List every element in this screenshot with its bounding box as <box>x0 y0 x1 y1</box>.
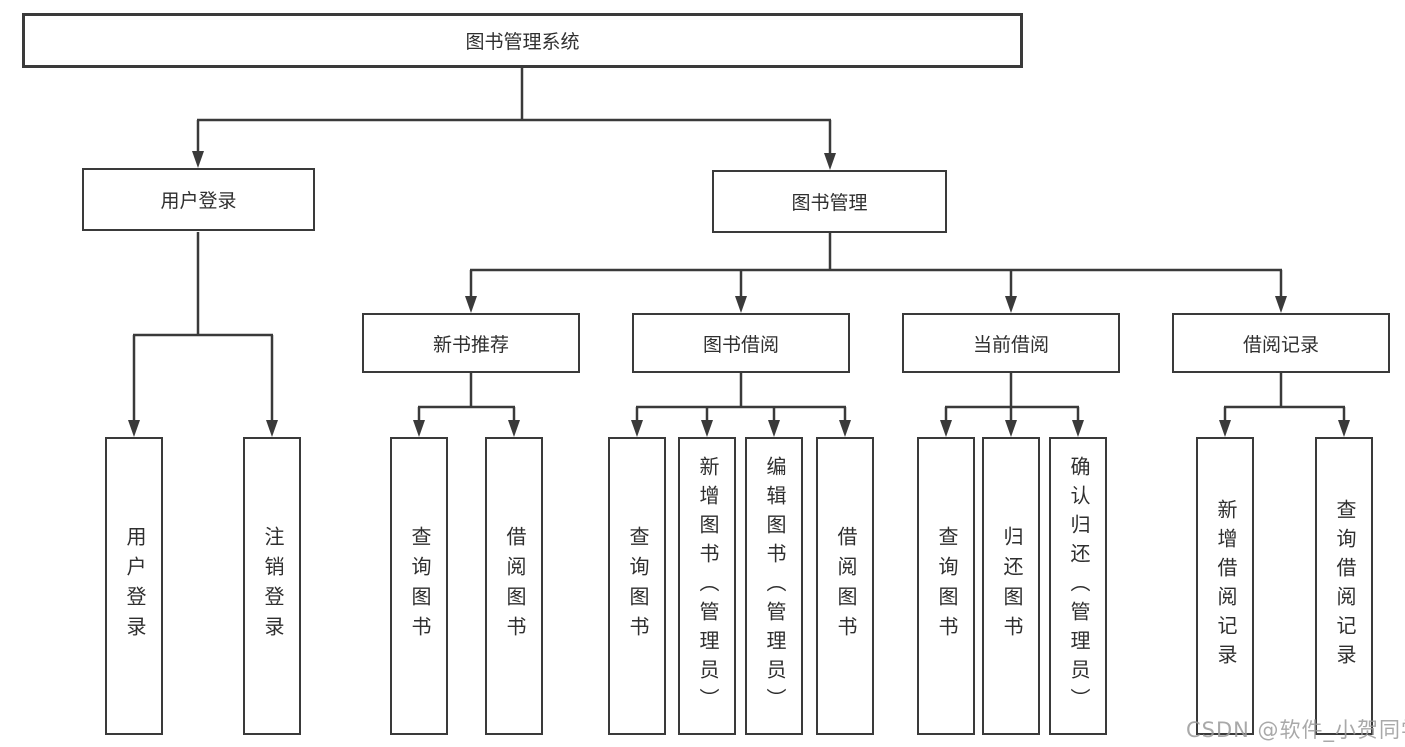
leaf-logout: 注销登录 <box>243 437 301 735</box>
node-borrowing-records: 借阅记录 <box>1172 313 1390 373</box>
leaf-borrow-books-recommend: 借阅图书 <box>485 437 543 735</box>
node-new-book-recommendation: 新书推荐 <box>362 313 580 373</box>
leaf-borrow-books: 借阅图书 <box>816 437 874 735</box>
leaf-return-books: 归还图书 <box>982 437 1040 735</box>
leaf-add-books-admin: 新增图书（管理员） <box>678 437 736 735</box>
leaf-query-books-borrow: 查询图书 <box>608 437 666 735</box>
leaf-query-borrow-record: 查询借阅记录 <box>1315 437 1373 735</box>
leaf-add-borrow-record: 新增借阅记录 <box>1196 437 1254 735</box>
leaf-query-books-recommend: 查询图书 <box>390 437 448 735</box>
csdn-watermark: CSDN @软件_小贺同学 <box>1186 718 1405 742</box>
node-user-login: 用户登录 <box>82 168 315 231</box>
leaf-user-login: 用户登录 <box>105 437 163 735</box>
leaf-query-books-current: 查询图书 <box>917 437 975 735</box>
leaf-edit-books-admin: 编辑图书（管理员） <box>745 437 803 735</box>
node-library-system: 图书管理系统 <box>22 13 1023 68</box>
leaf-confirm-return-admin: 确认归还（管理员） <box>1049 437 1107 735</box>
arrowheads <box>128 151 1350 437</box>
node-current-borrowing: 当前借阅 <box>902 313 1120 373</box>
node-book-management: 图书管理 <box>712 170 947 233</box>
node-book-borrowing: 图书借阅 <box>632 313 850 373</box>
